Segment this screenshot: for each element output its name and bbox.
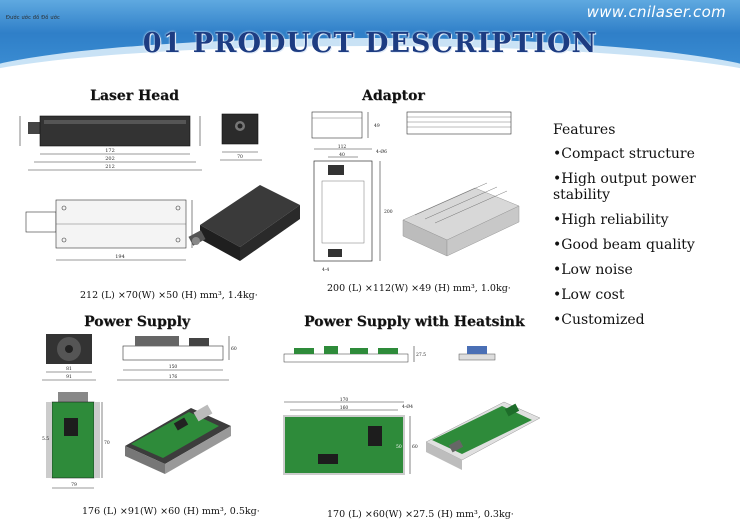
- heatsink-end-view-drawing: [458, 346, 496, 361]
- adaptor-top-view-drawing: 112 40 4-Ø6 200 4-4: [313, 144, 393, 273]
- ad-hole-label: 4-Ø6: [376, 148, 387, 155]
- hs-len1-label: 170: [340, 397, 349, 403]
- feature-item: •Customized: [553, 312, 645, 328]
- ps-side-label: 70: [104, 440, 110, 446]
- ad-small-label: 4-4: [322, 267, 329, 273]
- heatsink-top-view-drawing: 170 160 4-Ø4 60 50: [283, 397, 418, 475]
- features-list: •Compact structure •High output power st…: [553, 146, 733, 337]
- power-supply-3d-render: [125, 404, 231, 474]
- hs-len2-label: 160: [340, 405, 349, 411]
- laser-head-3d-render: [188, 185, 300, 261]
- heatsink-side-view-drawing: 27.5: [283, 346, 426, 363]
- ad-inner-label: 40: [339, 152, 345, 158]
- power-supply-heatsink-title: Power Supply with Heatsink: [304, 314, 525, 330]
- hs-w2-label: 50: [396, 444, 402, 450]
- header-banner: Đước ước đồ Đồ ước www.cnilaser.com: [0, 0, 740, 74]
- laser-head-top-view-drawing: 172 202 212: [19, 115, 202, 171]
- feature-item: •Low cost: [553, 287, 625, 303]
- lh-side-w-label: 70: [237, 154, 243, 160]
- laser-head-title: Laser Head: [90, 88, 179, 104]
- heatsink-3d-render: [425, 401, 541, 470]
- adaptor-3d-render: [402, 182, 520, 257]
- ps-w2-label: 81: [66, 366, 72, 372]
- laser-head-dimensions: 212 (L) ×70(W) ×50 (H) mm³, 1.4kg·: [80, 290, 258, 301]
- ps-side2-label: 5.5: [42, 436, 49, 442]
- laser-head-end-view-drawing: 70: [220, 113, 262, 161]
- ad-len-label: 200: [384, 209, 393, 215]
- header-tiny-caption: Đước ước đồ Đồ ước: [6, 15, 60, 21]
- lh-len2-label: 202: [105, 156, 115, 162]
- laser-head-bottom-view-drawing: 194: [25, 199, 193, 261]
- ps-w1-label: 91: [66, 374, 72, 380]
- ps-h-label: 60: [231, 346, 237, 352]
- hs-w-label: 60: [412, 444, 418, 450]
- features-heading: Features: [553, 122, 616, 138]
- feature-item: •Low noise: [553, 262, 633, 278]
- feature-item: •Compact structure: [553, 146, 695, 162]
- hs-hole-label: 4-Ø4: [402, 403, 413, 410]
- page-title: 01 PRODUCT DESCRIPTION: [142, 28, 598, 59]
- site-url[interactable]: www.cnilaser.com: [586, 3, 726, 21]
- hs-h-label: 27.5: [416, 352, 426, 358]
- power-supply-dimensions: 176 (L) ×91(W) ×60 (H) mm³, 0.5kg·: [82, 506, 260, 517]
- adaptor-fin-view-drawing: [406, 111, 512, 135]
- ps-bottom-label: 79: [71, 482, 77, 488]
- feature-item: •High reliability: [553, 212, 669, 228]
- ad-w-label: 112: [338, 144, 347, 150]
- power-supply-side-view-drawing: 150 176 60: [117, 336, 237, 381]
- ps-len1-label: 150: [169, 364, 178, 370]
- lh-len1-label: 172: [105, 148, 115, 154]
- power-supply-fan-view-drawing: 81 91: [42, 334, 96, 381]
- power-supply-title: Power Supply: [84, 314, 191, 330]
- lh-len3-label: 212: [105, 164, 115, 170]
- adaptor-side-view-drawing: 49: [311, 111, 380, 139]
- power-supply-top-view-drawing: 5.5 70 79: [42, 392, 110, 489]
- lh-bottom-label: 194: [115, 254, 125, 260]
- ps-len2-label: 176: [169, 374, 178, 380]
- ad-h-label: 49: [374, 123, 380, 129]
- adaptor-dimensions: 200 (L) ×112(W) ×49 (H) mm³, 1.0kg·: [327, 283, 511, 294]
- feature-item: •High output power stability: [553, 171, 696, 203]
- feature-item: •Good beam quality: [553, 237, 695, 253]
- heatsink-dimensions: 170 (L) ×60(W) ×27.5 (H) mm³, 0.3kg·: [327, 509, 514, 520]
- adaptor-title: Adaptor: [362, 88, 425, 104]
